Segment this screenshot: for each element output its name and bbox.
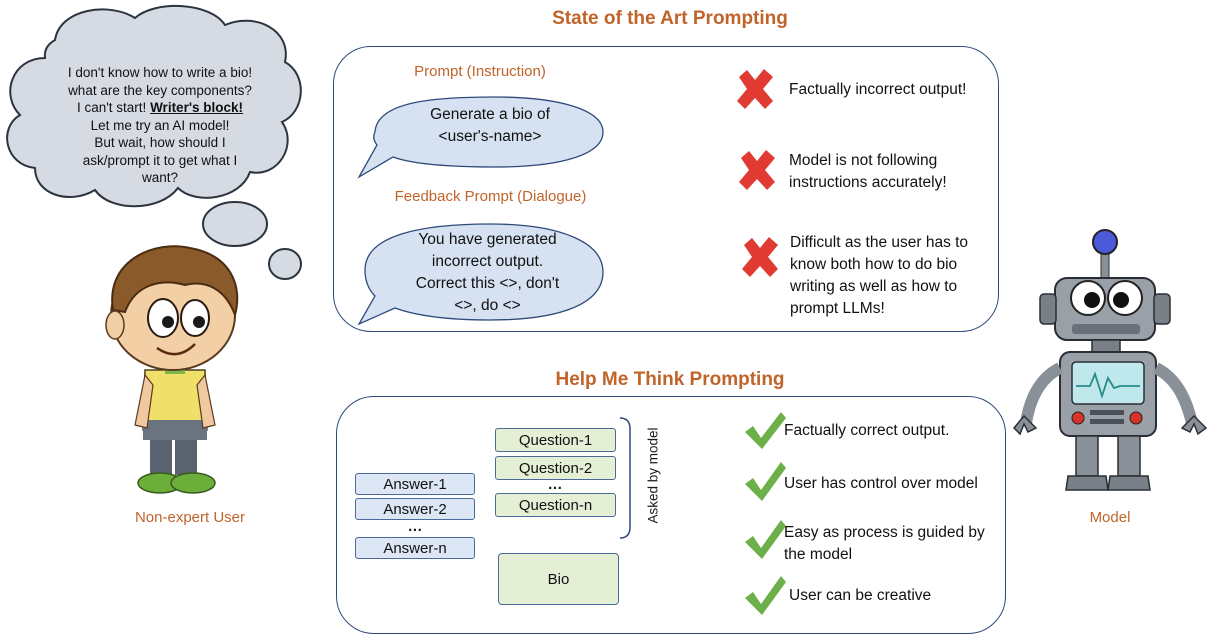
feedback-bubble-line: You have generated xyxy=(418,231,557,248)
problem-line: instructions accurately! xyxy=(789,174,947,191)
benefit-line: User has control over model xyxy=(784,475,978,492)
boy-illustration xyxy=(105,245,239,494)
answer-box: Answer-n xyxy=(355,537,475,559)
asked-by-model-label: Asked by model xyxy=(645,427,661,524)
cross-icon xyxy=(739,150,775,190)
benefit-item: Easy as process is guided by the model xyxy=(784,522,999,566)
answers-ellipsis: … xyxy=(407,518,423,535)
problem-line: know both how to do bio xyxy=(790,256,958,273)
check-icon xyxy=(745,520,786,559)
question-box: Question-2 xyxy=(495,456,616,480)
cross-icon xyxy=(737,69,773,109)
thought-line: Let me try an AI model! xyxy=(90,117,230,133)
check-icon xyxy=(745,412,786,449)
thought-line: what are the key components? xyxy=(68,82,252,98)
thought-line: But wait, how should I xyxy=(94,135,226,150)
problem-item: Model is not following instructions accu… xyxy=(789,150,994,194)
model-caption: Model xyxy=(1089,509,1131,526)
feedback-bubble-text: You have generated incorrect output. Cor… xyxy=(375,229,600,317)
prompt-label: Prompt (Instruction) xyxy=(414,63,546,80)
help-me-think-title: Help Me Think Prompting xyxy=(555,369,785,390)
feedback-prompt-label: Feedback Prompt (Dialogue) xyxy=(394,188,587,205)
prompt-bubble-line: Generate a bio of xyxy=(430,106,550,123)
feedback-speech-bubble xyxy=(357,223,604,326)
thought-line: I can't start! Writer's block! xyxy=(76,100,244,115)
robot-illustration xyxy=(1012,229,1208,491)
bio-box: Bio xyxy=(498,553,619,605)
state-of-art-title: State of the Art Prompting xyxy=(552,8,788,29)
answer-box: Answer-1 xyxy=(355,473,475,495)
thought-cloud xyxy=(6,4,302,280)
feedback-bubble-line: Correct this <>, don't xyxy=(415,275,560,292)
benefit-item: User has control over model xyxy=(784,473,999,495)
benefit-item: User can be creative xyxy=(789,585,999,607)
answer-box: Answer-2 xyxy=(355,498,475,520)
problem-line: Difficult as the user has to xyxy=(790,234,969,251)
problem-line: Factually incorrect output! xyxy=(789,81,967,98)
prompt-bubble-text: Generate a bio of <user's-name> xyxy=(390,104,590,148)
check-icon xyxy=(745,462,786,501)
check-icon xyxy=(745,576,786,615)
benefit-line: Factually correct output. xyxy=(784,422,950,439)
problem-line: Model is not following xyxy=(789,152,938,169)
thought-line: I don't know how to write a bio! xyxy=(67,65,253,80)
thought-text: I don't know how to write a bio! what ar… xyxy=(40,64,280,187)
thought-line: ask/prompt it to get what I xyxy=(82,152,238,168)
user-caption: Non-expert User xyxy=(134,509,246,526)
problem-line: writing as well as how to xyxy=(790,278,958,295)
problem-item: Factually incorrect output! xyxy=(789,79,994,101)
problem-item: Difficult as the user has to know both h… xyxy=(790,232,995,320)
questions-ellipsis: … xyxy=(547,476,563,493)
questions-bracket xyxy=(619,417,631,539)
problem-line: prompt LLMs! xyxy=(790,300,885,317)
feedback-bubble-line: <>, do <> xyxy=(454,297,521,314)
benefit-line: User can be creative xyxy=(789,587,932,604)
benefit-line: the model xyxy=(784,546,853,563)
feedback-bubble-line: incorrect output. xyxy=(431,253,544,270)
benefit-line: Easy as process is guided by xyxy=(784,524,985,541)
writers-block-emphasis: Writer's block! xyxy=(150,100,244,115)
prompt-speech-bubble xyxy=(357,96,604,179)
question-box: Question-n xyxy=(495,493,616,517)
thought-line: want? xyxy=(141,170,179,185)
benefit-item: Factually correct output. xyxy=(784,420,999,442)
cross-icon xyxy=(742,237,778,277)
prompt-bubble-line: <user's-name> xyxy=(438,128,542,145)
question-box: Question-1 xyxy=(495,428,616,452)
